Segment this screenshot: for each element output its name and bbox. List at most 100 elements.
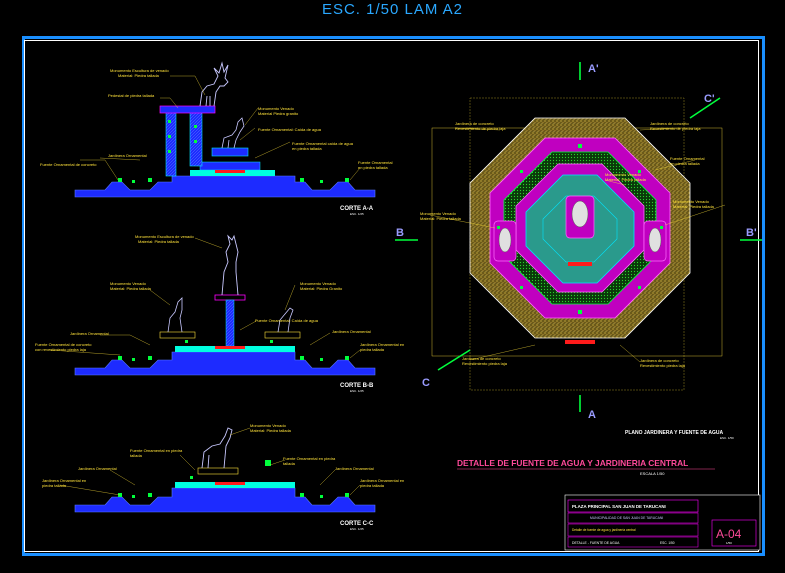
- axis-label-a: A: [588, 409, 596, 421]
- label: Jardinera de concreto: [462, 356, 501, 361]
- section-cc-pedestal: [197, 467, 239, 475]
- label: Fuente Ornamental en piedra: [283, 456, 336, 461]
- label: Monumento Escultura de venado: [135, 234, 194, 239]
- plan-right-deer: [648, 227, 662, 253]
- section-aa-ground: [74, 175, 376, 198]
- label: Material: Piedra tallada: [250, 428, 292, 433]
- section-bb: Monumento Escultura de venado Material: …: [35, 234, 404, 393]
- axis-c-prime-marker: [689, 97, 721, 119]
- axis-label-c-prime: C': [704, 93, 715, 105]
- label: Monumento Venado: [110, 281, 147, 286]
- section-cc: Monumento Venado Material: Piedra tallad…: [42, 423, 404, 531]
- label: Jardinera Ornamental: [335, 466, 374, 471]
- section-bb-column: [225, 299, 235, 347]
- label: Fuente Ornamental caída de agua: [292, 141, 354, 146]
- title-block-subtitle: Detalle de fuente de agua y jardinería c…: [572, 528, 636, 532]
- label: Fuente Ornamental en piedra: [130, 448, 183, 453]
- title-block: PLAZA PRINCIPAL SAN JUAN DE TARUCANI MUN…: [564, 494, 761, 551]
- label: Revestimiento de piedra laja: [455, 126, 506, 131]
- label: Jardinera Ornamental en: [42, 478, 86, 483]
- label: tallada: [283, 461, 296, 466]
- section-aa-small-pedestal: [211, 147, 249, 157]
- section-bb-pedestal-right: [264, 331, 301, 339]
- section-aa-title: CORTE A-A: [340, 206, 374, 212]
- axis-label-a-prime: A': [588, 63, 599, 75]
- label: Fuente Ornamental: [358, 160, 393, 165]
- label: Material: Piedra tallada: [673, 204, 715, 209]
- title-block-sheet-number: A-04: [716, 527, 742, 541]
- label: Material: Piedra tallada: [420, 216, 462, 221]
- plan-scale: ESC. 1/50: [720, 436, 734, 440]
- main-title: DETALLE DE FUENTE DE AGUA Y JARDINERIA C…: [457, 458, 688, 468]
- label: Monumento Venado: [250, 423, 287, 428]
- label: Material Piedra granito: [258, 111, 299, 116]
- label: Fuente Ornamental: Caída de agua: [255, 318, 319, 323]
- scale-title: ESC. 1/50 LAM A2: [321, 1, 464, 18]
- label: Material: Piedra tallada: [118, 73, 160, 78]
- section-bb-deer-left: [167, 297, 183, 333]
- plan-view: A' A B B' C C' Jardinera de concreto Rev…: [395, 62, 762, 440]
- plan-octagon-inner-ring: [542, 195, 618, 263]
- section-aa-deer-large: [199, 61, 229, 107]
- label: Fuente Ornamental de concreto: [40, 162, 97, 167]
- label: Jardinera Ornamental: [108, 153, 147, 158]
- section-bb-scale: ESC. 1/25: [350, 389, 364, 393]
- section-cc-deer: [201, 427, 233, 469]
- axis-label-c: C: [422, 377, 430, 389]
- section-bb-deer-center: [221, 234, 239, 296]
- label: Monumento Venado: [258, 106, 295, 111]
- title-block-scale: ESC. 1/50: [660, 541, 675, 545]
- label: piedra tallada: [42, 483, 67, 488]
- label: Pedestal de piedra tallada: [108, 93, 155, 98]
- section-cc-ground: [74, 487, 376, 513]
- label: Fuente Ornamental de concreto: [35, 342, 92, 347]
- label: Revestimiento de piedra laja: [650, 126, 701, 131]
- section-bb-pedestal-left: [159, 331, 196, 339]
- label: Material: Piedra tallada: [605, 177, 647, 182]
- section-cc-title: CORTE C-C: [340, 521, 374, 527]
- drawing-sheet-inner-border: [24, 40, 759, 552]
- label: Revestimiento piedra laja: [640, 363, 686, 368]
- label: Material: Piedra Granito: [300, 286, 343, 291]
- section-aa-top-slab: [159, 105, 216, 114]
- axis-label-b-prime: B': [746, 227, 757, 239]
- axis-c-marker: [437, 349, 471, 371]
- label: en piedra tallada: [292, 146, 322, 151]
- label: con revestimiento piedra laja: [35, 347, 87, 352]
- section-aa: Monumento Escultura de venado Material: …: [40, 61, 393, 216]
- plan-central-deer: [571, 200, 589, 228]
- plan-title: PLANO JARDINERA Y FUENTE DE AGUA: [625, 430, 723, 436]
- label: Revestimiento piedra laja: [462, 361, 508, 366]
- label: Monumento Venado: [673, 199, 710, 204]
- label: en piedra tallada: [670, 161, 700, 166]
- section-aa-deer-small: [221, 117, 245, 149]
- section-bb-title: CORTE B-B: [340, 383, 374, 389]
- label: Monumento Escultura de venado: [110, 68, 169, 73]
- label: Material: Piedra tallada: [110, 286, 152, 291]
- axis-label-b: B: [396, 227, 404, 239]
- label: Jardinera Ornamental: [78, 466, 117, 471]
- section-bb-ground: [74, 351, 376, 376]
- section-aa-scale: ESC. 1/25: [350, 212, 364, 216]
- label: Jardinera Ornamental: [332, 329, 371, 334]
- label: Jardinera Ornamental: [70, 331, 109, 336]
- main-scale: ESCALA 1/50: [640, 471, 665, 476]
- label: Jardinera Ornamental en: [360, 478, 404, 483]
- label: Fuente Ornamental: Caída de agua: [258, 127, 322, 132]
- label: Jardinera de concreto: [455, 121, 494, 126]
- label: Fuente Ornamental: [670, 156, 705, 161]
- section-aa-column-right: [189, 111, 203, 167]
- label: piedra tallada: [360, 483, 385, 488]
- title-block-entity: MUNICIPALIDAD DE SAN JUAN DE TARUCANI: [590, 516, 663, 520]
- label: Monumento Venado: [300, 281, 337, 286]
- section-cc-scale: ESC. 1/25: [350, 527, 364, 531]
- section-bb-deer-right: [277, 307, 294, 333]
- title-block-detail: DETALLE - FUENTE DE AGUA: [572, 541, 620, 545]
- label: Material: Piedra tallada: [138, 239, 180, 244]
- label: Monumento Venado: [420, 211, 457, 216]
- label: Monumento Venado: [605, 172, 642, 177]
- title-block-project: PLAZA PRINCIPAL SAN JUAN DE TARUCANI: [572, 504, 666, 509]
- plan-left-deer: [498, 227, 512, 253]
- label: piedra tallada: [360, 347, 385, 352]
